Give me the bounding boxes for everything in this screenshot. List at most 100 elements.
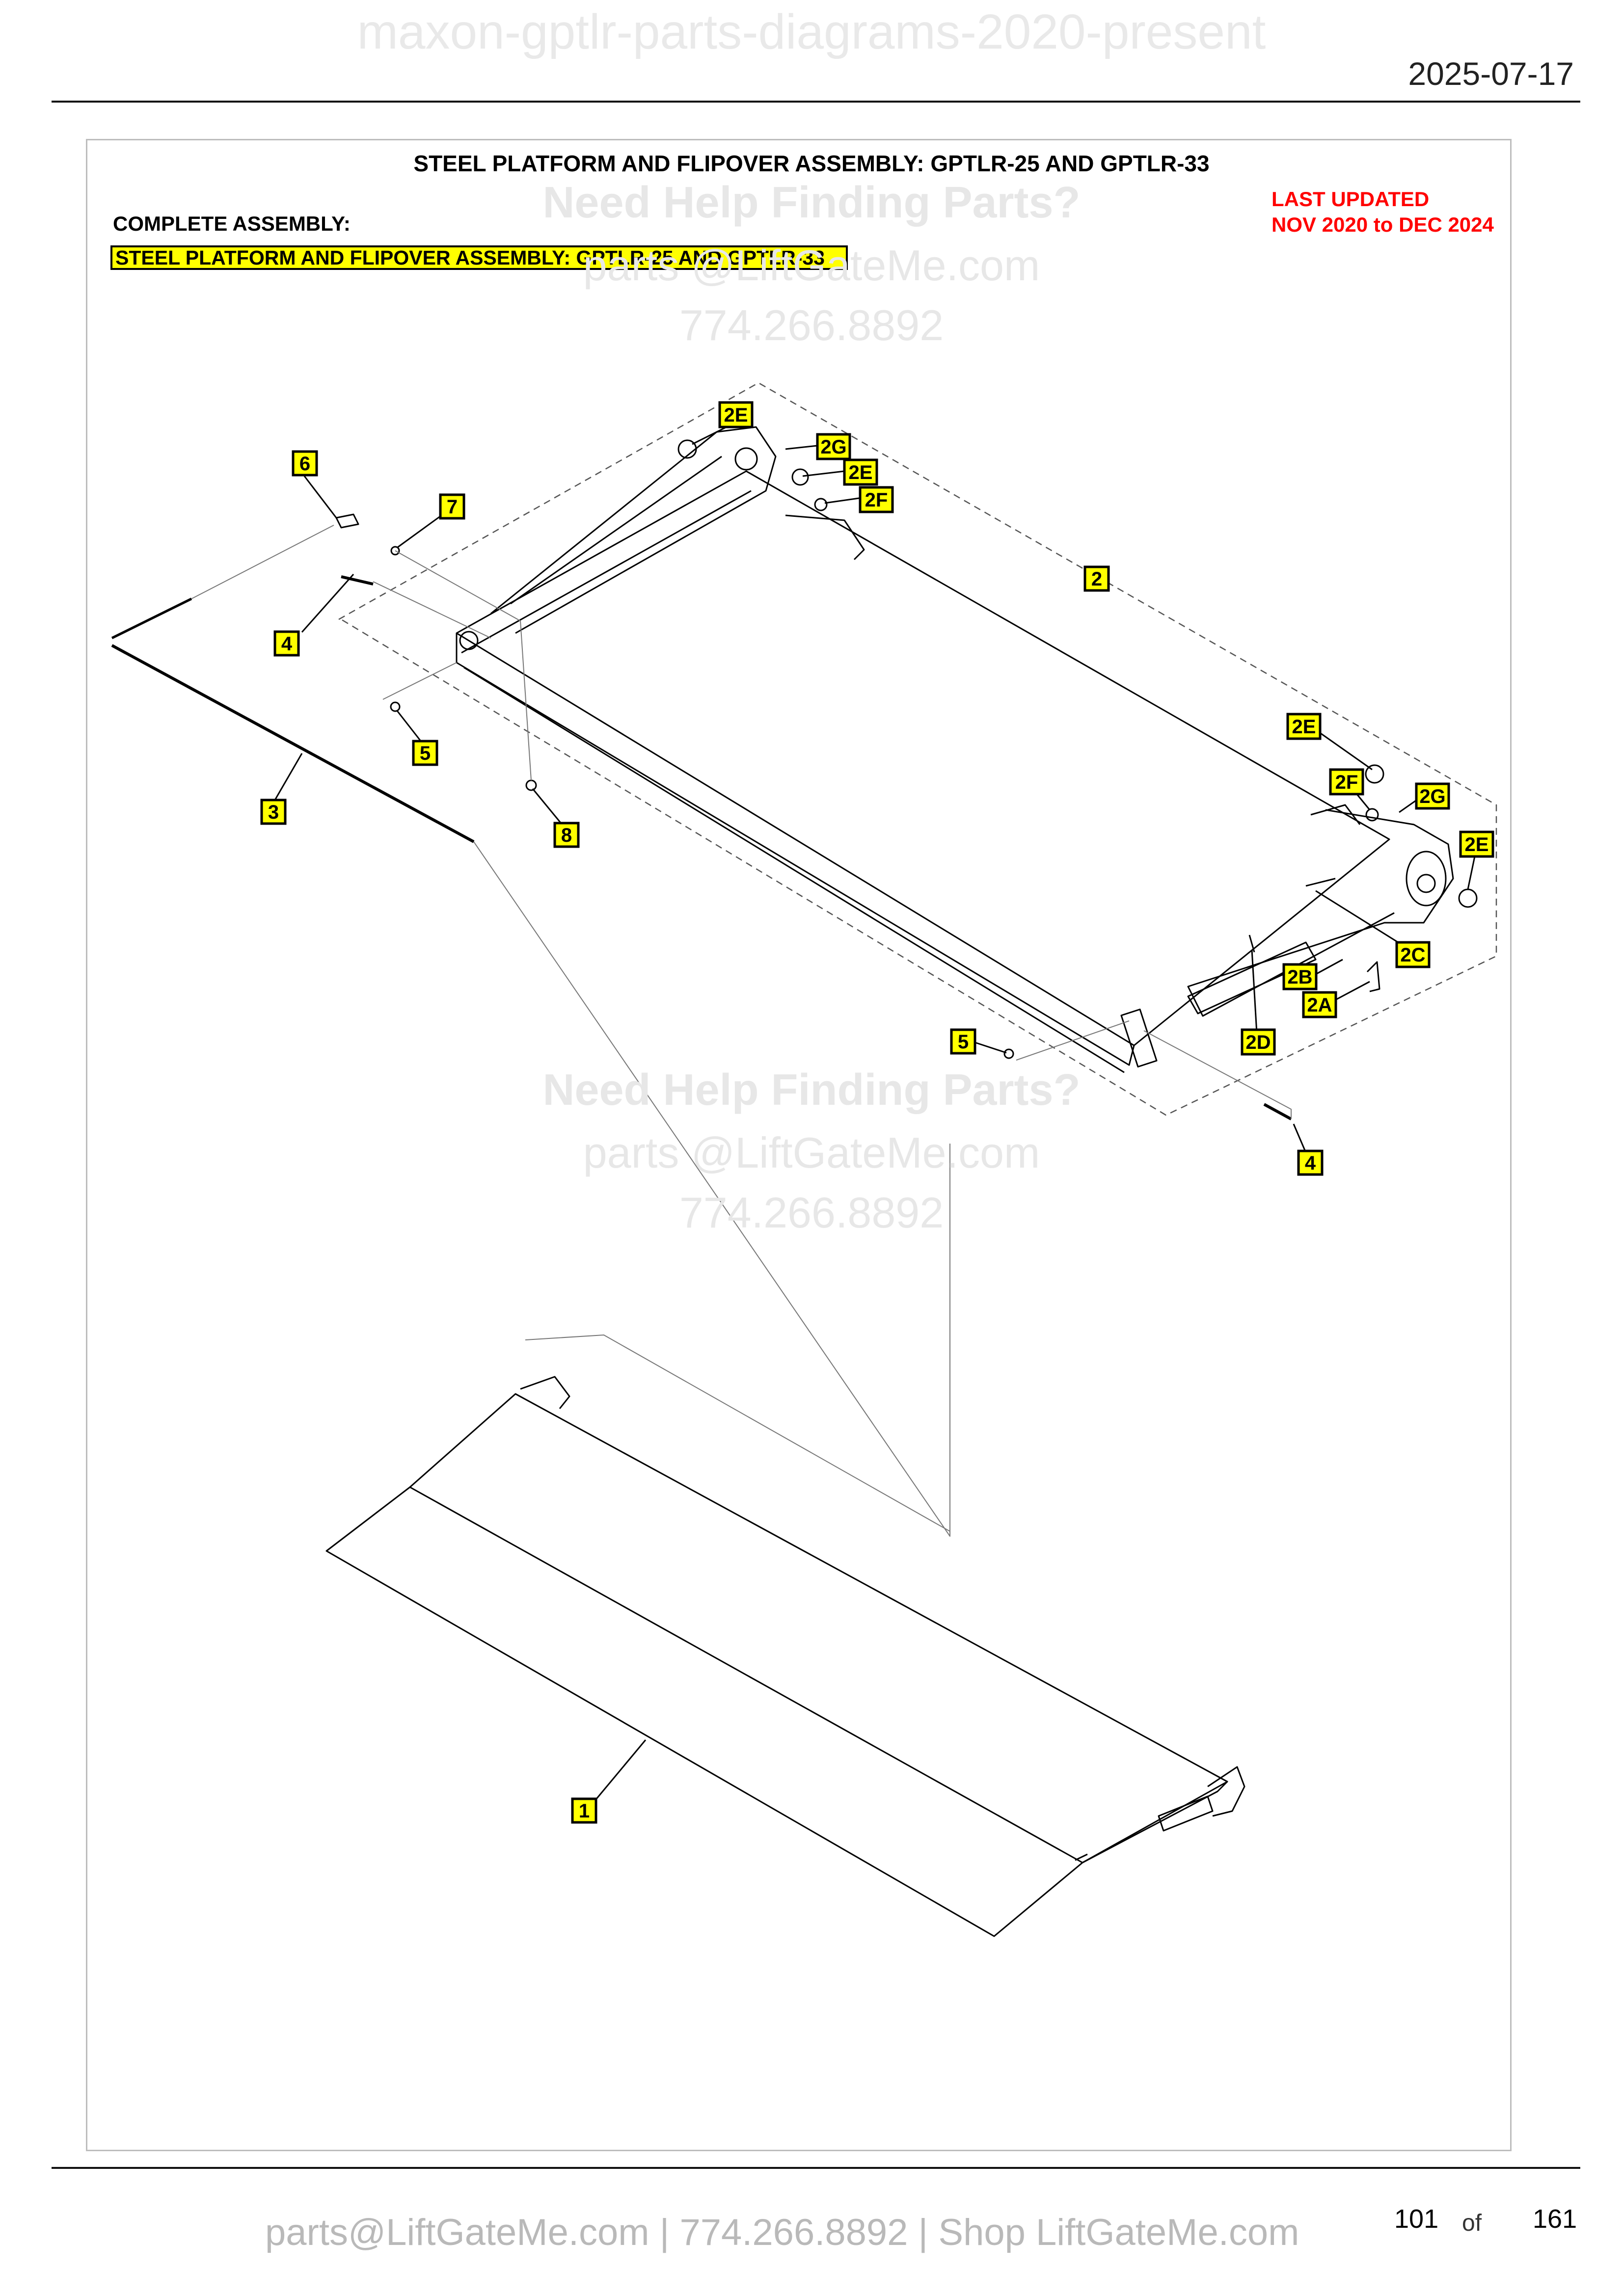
rod-end-left — [111, 597, 192, 640]
bolt-6 — [335, 513, 359, 529]
left-hinge-arm — [490, 426, 777, 634]
bushing-2e-left-b — [791, 468, 809, 486]
callout-2f-right: 2F — [1329, 768, 1364, 796]
svg-text:2E: 2E — [724, 404, 748, 426]
left-front-eye — [459, 631, 479, 650]
leader-2e-right — [1315, 729, 1373, 771]
footer-contact: parts@LiftGateMe.com | 774.266.8892 | Sh… — [265, 2212, 1299, 2253]
callout-5-left: 5 — [412, 740, 438, 766]
svg-text:4: 4 — [281, 633, 293, 655]
svg-text:5: 5 — [958, 1031, 969, 1053]
callout-2e-far: 2E — [1459, 830, 1494, 858]
nut-8 — [525, 779, 537, 791]
last-updated-note: LAST UPDATED NOV 2020 to DEC 2024 — [1271, 187, 1494, 238]
drawing-frame — [86, 139, 1512, 2151]
complete-assembly-name: STEEL PLATFORM AND FLIPOVER ASSEMBLY: GP… — [110, 245, 848, 270]
leader-2e-mid — [802, 470, 845, 477]
leader-2b — [1315, 959, 1343, 975]
align-line-6 — [525, 1335, 950, 1532]
footer-rule — [52, 2167, 1580, 2169]
platform-hinge-left — [520, 1376, 570, 1409]
flipover-side-rail — [456, 633, 1135, 1066]
last-updated-line1: LAST UPDATED — [1271, 187, 1430, 211]
svg-text:2C: 2C — [1400, 944, 1425, 966]
svg-text:2E: 2E — [1292, 716, 1316, 738]
svg-text:2F: 2F — [865, 489, 888, 511]
leader-2f-top — [824, 497, 860, 504]
svg-text:3: 3 — [268, 801, 279, 823]
leader-4-left — [301, 574, 354, 633]
spring-2c — [1305, 878, 1336, 887]
flipover-lower-rail — [463, 667, 1125, 1073]
svg-text:7: 7 — [447, 496, 458, 518]
svg-text:2: 2 — [1091, 568, 1102, 590]
callout-4-right: 4 — [1297, 1149, 1324, 1176]
svg-text:2G: 2G — [1419, 786, 1445, 807]
header-rule — [52, 101, 1580, 103]
leader-2a — [1332, 981, 1370, 1002]
help-heading-mid: Need Help Finding Parts? — [542, 1066, 1081, 1115]
leader-8 — [532, 788, 563, 825]
last-updated-line2: NOV 2020 to DEC 2024 — [1271, 213, 1494, 236]
callout-2d: 2D — [1241, 1028, 1276, 1056]
callout-2f-top: 2F — [859, 486, 894, 513]
platform-edge — [1082, 1781, 1228, 1864]
callout-7: 7 — [439, 493, 465, 520]
callout-2a: 2A — [1302, 991, 1337, 1018]
platform-taper-face — [325, 1486, 1083, 1937]
svg-text:2G: 2G — [820, 436, 846, 458]
svg-text:6: 6 — [299, 453, 310, 475]
platform-slot — [1075, 1853, 1088, 1861]
align-line-2 — [373, 581, 491, 639]
right-support-bar — [1187, 941, 1317, 1015]
align-line-3 — [395, 550, 532, 781]
callout-1: 1 — [571, 1797, 597, 1824]
left-hinge-tab — [785, 514, 865, 561]
callout-2g-right: 2G — [1415, 782, 1450, 810]
left-hinge-brace — [510, 455, 722, 605]
svg-text:4: 4 — [1305, 1152, 1316, 1174]
page-total: 161 — [1533, 2204, 1577, 2234]
leader-2e-far — [1467, 854, 1476, 890]
svg-text:1: 1 — [579, 1800, 590, 1822]
callout-2g-top: 2G — [816, 433, 851, 460]
callout-8: 8 — [553, 822, 580, 848]
leader-2g-top — [785, 445, 818, 450]
right-hinge-plate — [1406, 851, 1447, 907]
help-email-mid: parts @LiftGateMe.com — [583, 1128, 1040, 1177]
platform-hinge-plate — [1158, 1795, 1214, 1832]
sheet-title: STEEL PLATFORM AND FLIPOVER ASSEMBLY: GP… — [413, 151, 1210, 176]
callout-2b: 2B — [1282, 963, 1318, 990]
right-hinge-eye — [1416, 874, 1436, 893]
right-hinge-arm — [1187, 809, 1454, 1017]
header-date: 2025-07-17 — [1408, 55, 1574, 92]
callout-2e-mid: 2E — [843, 458, 878, 486]
complete-assembly-label: COMPLETE ASSEMBLY: — [113, 212, 351, 235]
help-heading-top: Need Help Finding Parts? — [542, 178, 1081, 227]
leader-1 — [595, 1739, 647, 1799]
flipover-frame-outline — [456, 470, 1390, 1046]
right-front-bracket — [1120, 1009, 1158, 1068]
svg-text:2A: 2A — [1307, 994, 1332, 1016]
pin-2d — [1248, 934, 1255, 953]
bushing-2e-right-a — [1365, 764, 1384, 784]
align-line-7 — [1016, 1020, 1130, 1061]
platform-hinge-right — [1207, 1766, 1245, 1817]
align-line-1 — [191, 525, 334, 599]
leader-6 — [303, 476, 337, 518]
bolt-4-right — [1263, 1103, 1292, 1121]
callout-5-right: 5 — [950, 1028, 976, 1055]
svg-text:2E: 2E — [1465, 834, 1489, 855]
callout-3: 3 — [260, 799, 287, 825]
pin-2f-left — [814, 498, 828, 511]
nut-7 — [390, 546, 400, 556]
callout-2e-right: 2E — [1286, 713, 1322, 740]
svg-text:2F: 2F — [1335, 772, 1358, 793]
svg-text:8: 8 — [561, 825, 572, 846]
svg-text:5: 5 — [420, 743, 431, 764]
platform-deck — [409, 1393, 1228, 1864]
header-watermark: maxon-gptlr-parts-diagrams-2020-present — [357, 4, 1266, 59]
right-hinge-tab — [1310, 804, 1361, 825]
svg-text:2D: 2D — [1245, 1032, 1271, 1053]
